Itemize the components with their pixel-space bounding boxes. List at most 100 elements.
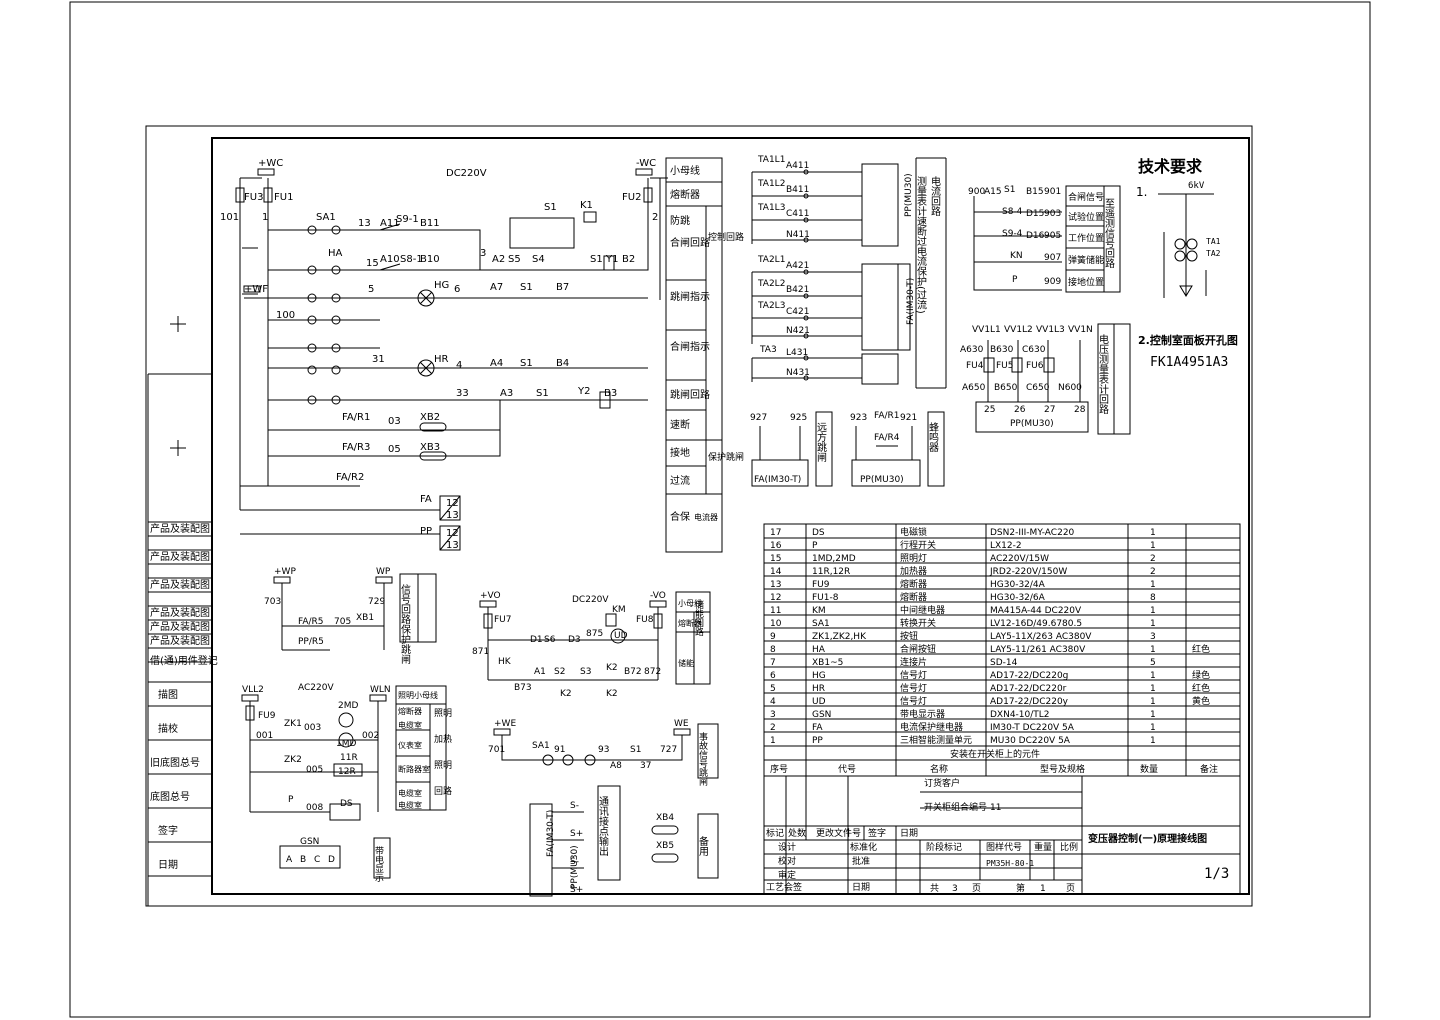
node-label: B4: [556, 358, 569, 369]
block-label: 过流: [670, 474, 690, 487]
terminal-number: 27: [1044, 405, 1055, 415]
part-model: MA415A-44 DC220V: [990, 606, 1082, 616]
tb-total-num: 3: [952, 884, 958, 894]
part-code: UD: [812, 697, 826, 707]
bus-label: VV1L3: [1036, 325, 1065, 335]
part-index: 5: [770, 684, 776, 694]
node-label: B15: [1026, 187, 1044, 197]
parts-header-cell: 型号及规格: [1040, 763, 1085, 775]
block-label: 合保: [670, 510, 690, 523]
lamp-label: 1MD: [336, 739, 356, 749]
tb-role: 校对: [778, 855, 796, 867]
lamp-label: HR: [434, 354, 449, 365]
relay-contact-label: FA/R1: [874, 411, 900, 421]
node-label: 13: [446, 510, 459, 521]
part-model: LX12-2: [990, 541, 1022, 551]
tb-page2: 页: [1066, 883, 1075, 894]
node-label: N431: [786, 368, 810, 378]
node-label: 005: [306, 765, 323, 775]
switch-label: S5: [508, 254, 521, 265]
fuse-label: FU7: [494, 615, 512, 625]
node-label: A7: [490, 282, 503, 293]
block-label: 通讯接点输出: [597, 796, 609, 856]
block-label: 熔断器: [398, 706, 422, 716]
part-name: 按钮: [900, 630, 918, 642]
node-label: B630: [990, 345, 1014, 355]
tb-cabinet-no: 11: [990, 803, 1001, 813]
node-label: 93: [598, 745, 609, 755]
block-label: 照明小母线: [398, 690, 438, 700]
item-heading: 2.控制室面板开孔图: [1138, 333, 1238, 347]
node-label: 927: [750, 413, 767, 423]
part-code: SA1: [812, 619, 830, 629]
tb-scale: 比例: [1060, 841, 1078, 853]
node-label: A1: [534, 667, 546, 677]
node-label: 002: [362, 731, 379, 741]
switch-label: S3: [580, 667, 591, 677]
node-label: 871: [472, 647, 489, 657]
panel-code: FK1A4951A3: [1150, 355, 1228, 370]
tb-sheet: 1/3: [1204, 866, 1229, 882]
block-label: 保护跳闸: [708, 451, 744, 463]
node-label: N600: [1058, 383, 1082, 393]
part-index: 6: [770, 671, 776, 681]
terminal-number: 25: [984, 405, 995, 415]
node-label: 15: [366, 258, 379, 269]
voltage-label: 6kV: [1188, 181, 1205, 191]
relay-label: PP: [420, 526, 432, 537]
node-label: B3: [604, 388, 617, 399]
node-label: 37: [640, 761, 651, 771]
part-code: 11R,12R: [812, 567, 850, 577]
tb-page: 页: [972, 883, 981, 894]
block-label: 防跳: [670, 214, 690, 227]
part-qty: 1: [1150, 697, 1156, 707]
ct-circuits: [751, 157, 947, 389]
block-label: 至遥测信号回路: [1103, 198, 1115, 269]
part-index: 13: [770, 580, 781, 590]
button-label: ZK2: [284, 755, 302, 765]
block-label: 小母线: [678, 598, 702, 608]
node-label: 6: [454, 284, 460, 295]
strip-label: 产品及装配图: [150, 620, 210, 633]
strip-label: 旧底图总号: [150, 756, 200, 769]
fuse-label: FU3: [244, 192, 263, 203]
switch-label: S6: [544, 635, 556, 645]
relay-label: K2: [606, 689, 618, 699]
block-label: 蜂鸣器: [927, 421, 939, 453]
block-label: 储能: [678, 658, 694, 668]
parts-header-cell: 序号: [770, 763, 788, 775]
part-note: 红色: [1192, 682, 1210, 694]
node-label: D15: [1026, 209, 1044, 219]
tb-figno-value: PM35H-80-1: [986, 859, 1034, 868]
part-code: HG: [812, 671, 826, 681]
heater-label: 11R: [340, 753, 358, 763]
node-label: 12: [446, 528, 459, 539]
tb-cabinet: 开关柜组合编号: [924, 801, 987, 813]
ct-label: TA2L1: [757, 255, 785, 265]
bus-label: +WC: [258, 158, 283, 169]
node-label: 705: [334, 617, 351, 627]
block-label: 照明: [434, 760, 452, 771]
node-label: N411: [786, 230, 810, 240]
block-label: 合闸指示: [670, 340, 710, 353]
relay-label: FA: [420, 494, 432, 505]
node-label: 901: [1044, 187, 1061, 197]
switch-label: S1: [590, 254, 603, 265]
part-model: JRD2-220V/150W: [989, 567, 1067, 577]
part-qty: 2: [1150, 567, 1156, 577]
part-model: AD17-22/DC220r: [990, 684, 1067, 694]
part-model: LAY5-11/261 AC380V: [990, 645, 1086, 655]
ct-label: TA2L3: [757, 301, 785, 311]
device-label: PP(MU30): [1010, 419, 1054, 429]
button-label: ZK1: [284, 719, 302, 729]
coil-label: Y1: [605, 254, 618, 265]
tb-col: 日期: [900, 828, 918, 839]
node-label: 903: [1044, 209, 1061, 219]
fuse-label: FU9: [258, 711, 276, 721]
tb-col: 签字: [868, 827, 886, 839]
block-label: 接地: [670, 446, 690, 459]
relay-contact-label: FA/R1: [342, 412, 370, 423]
node-label: A10: [380, 254, 400, 265]
part-code: HA: [812, 645, 826, 655]
tb-di: 第: [1016, 882, 1025, 894]
